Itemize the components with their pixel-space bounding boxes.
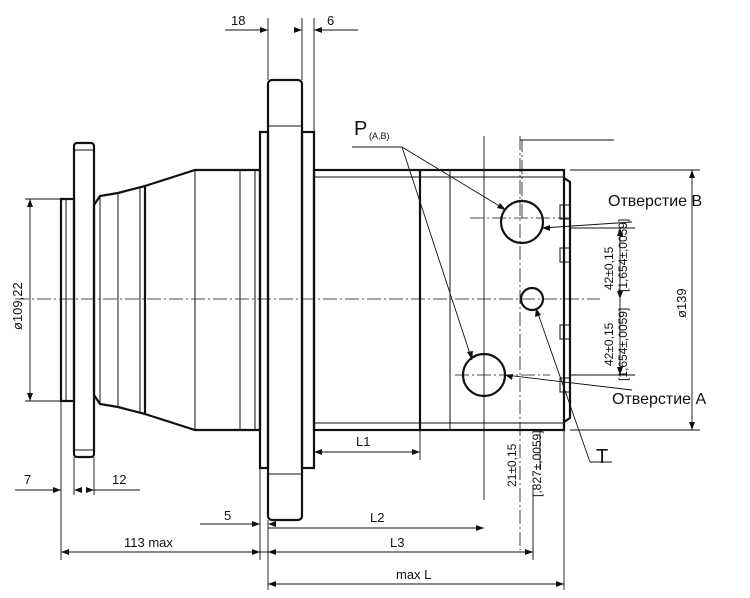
- dim-port-a-offset: 42±0,15: [602, 322, 616, 366]
- mounting-flange: [258, 78, 316, 522]
- drain-port-circle: [519, 286, 545, 312]
- dim-drain-offset-in: [,827±,0059]: [530, 430, 544, 497]
- label-port-b: Отверстие В: [608, 193, 702, 210]
- ports: [461, 199, 545, 398]
- center-lines: [15, 136, 600, 550]
- dim-l3: L3: [390, 535, 404, 550]
- dim-drain-offset: 21±0,15: [505, 443, 519, 487]
- dim-7: 7: [24, 472, 31, 487]
- dim-12: 12: [112, 472, 126, 487]
- dim-18: 18: [231, 13, 245, 28]
- label-port-p: P: [354, 118, 367, 140]
- dim-l2: L2: [370, 510, 384, 525]
- port-b-circle: [499, 199, 545, 245]
- pilot-section: [59, 141, 147, 459]
- body-section: [144, 168, 262, 432]
- label-drain-t: T: [596, 446, 608, 468]
- dim-port-a-offset-in: [1,654±,0059]: [616, 308, 630, 381]
- dim-113: 113 max: [124, 535, 173, 550]
- dim-port-b-offset: 42±0,15: [602, 246, 616, 290]
- dim-max-l: max L: [396, 567, 431, 582]
- label-port-a: Отверстие А: [612, 391, 707, 408]
- dimension-lines: [15, 18, 700, 590]
- dim-5: 5: [224, 508, 231, 523]
- dim-d-flange: ø139: [674, 288, 689, 318]
- dim-l1: L1: [356, 434, 370, 449]
- dim-6: 6: [327, 13, 334, 28]
- dimension-labels: 18 6 7 12 5 L1 L2 113 max L3 max L ø109,…: [10, 13, 707, 582]
- dim-port-b-offset-in: [1,654±,0059]: [616, 219, 630, 292]
- label-port-p-sub: (A,B): [369, 131, 390, 141]
- main-housing: [312, 168, 600, 432]
- dim-d-pilot: ø109,22: [10, 282, 25, 330]
